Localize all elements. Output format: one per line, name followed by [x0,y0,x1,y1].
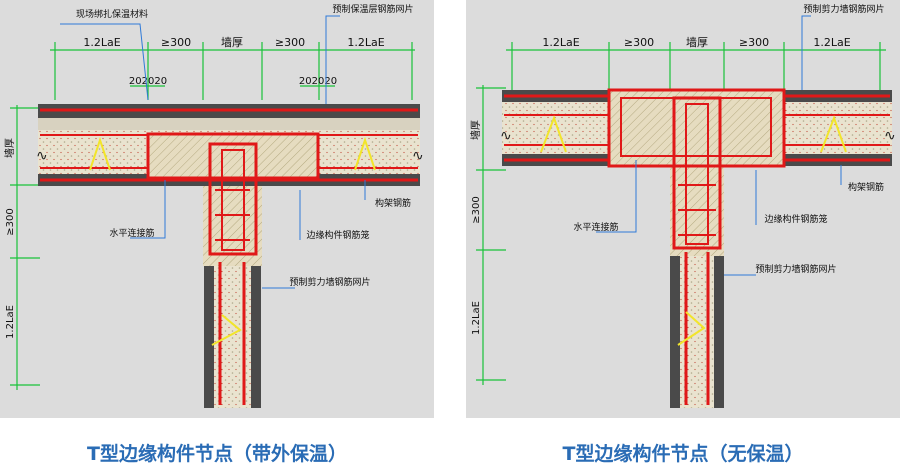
dim-label-12lae-right: 1.2LaE [813,36,850,49]
label-lap-bar: 水平连接筋 [109,227,154,239]
left-diagram: 1.2LaE ≥300 墙厚 ≥300 1.2LaE 202020 202020… [3,3,424,408]
edge-cage-horizontal [146,132,320,180]
insulation-layer [38,118,420,130]
dim-label-12lae-right: 1.2LaE [347,36,384,49]
side-label-12lae: 1.2LaE [5,305,16,339]
label-mesh-top: 预制剪力墙钢筋网片 [803,3,884,15]
side-label-300: ≥300 [5,208,16,235]
svg-text:∿: ∿ [884,128,896,144]
side-dimension-line [10,105,40,390]
label-edge-cage: 边缘构件钢筋笼 [764,213,827,225]
right-diagram: 1.2LaE ≥300 墙厚 ≥300 1.2LaE 预制剪力墙钢筋网片 墙厚 … [469,3,896,408]
label-edge-cage: 边缘构件钢筋笼 [306,229,369,241]
dim-label-20-left: 202020 [129,76,167,87]
left-panel: 1.2LaE ≥300 墙厚 ≥300 1.2LaE 202020 202020… [0,0,434,418]
side-label-wall: 墙厚 [469,120,482,140]
caption-right: T型边缘构件节点（无保温） [562,443,804,465]
svg-text:∿: ∿ [36,148,48,164]
label-insulation-top: 现场绑扎保温材料 [76,8,148,20]
top-leaders [60,15,340,110]
label-stirrup: 构架钢筋 [848,181,884,193]
stirrup-ties [89,136,376,346]
dim-label-wall: 墙厚 [686,35,708,49]
label-mesh-top: 预制保温层钢筋网片 [332,3,413,15]
label-lap-bar: 水平连接筋 [573,221,618,233]
svg-text:∿: ∿ [500,128,512,144]
dim-label-300-right: ≥300 [739,36,769,49]
dim-label-300-right: ≥300 [275,36,305,49]
dim-label-300-left: ≥300 [624,36,654,49]
side-label-12lae: 1.2LaE [471,301,482,335]
dim-label-12lae-left: 1.2LaE [542,36,579,49]
dim-label-20-right: 202020 [299,76,337,87]
side-label-wall: 墙厚 [3,138,16,158]
side-label-300: ≥300 [471,196,482,223]
label-shear-mesh: 预制剪力墙钢筋网片 [289,276,370,288]
dim-label-wall: 墙厚 [221,35,243,49]
top-dimension-line [50,42,415,100]
svg-text:∿: ∿ [412,148,424,164]
caption-left: T型边缘构件节点（带外保温） [87,443,347,465]
dim-label-300-left: ≥300 [161,36,191,49]
dim-label-12lae-left: 1.2LaE [83,36,120,49]
label-stirrup: 构架钢筋 [375,197,411,209]
right-panel: 1.2LaE ≥300 墙厚 ≥300 1.2LaE 预制剪力墙钢筋网片 墙厚 … [466,0,900,418]
label-shear-mesh: 预制剪力墙钢筋网片 [755,263,836,275]
